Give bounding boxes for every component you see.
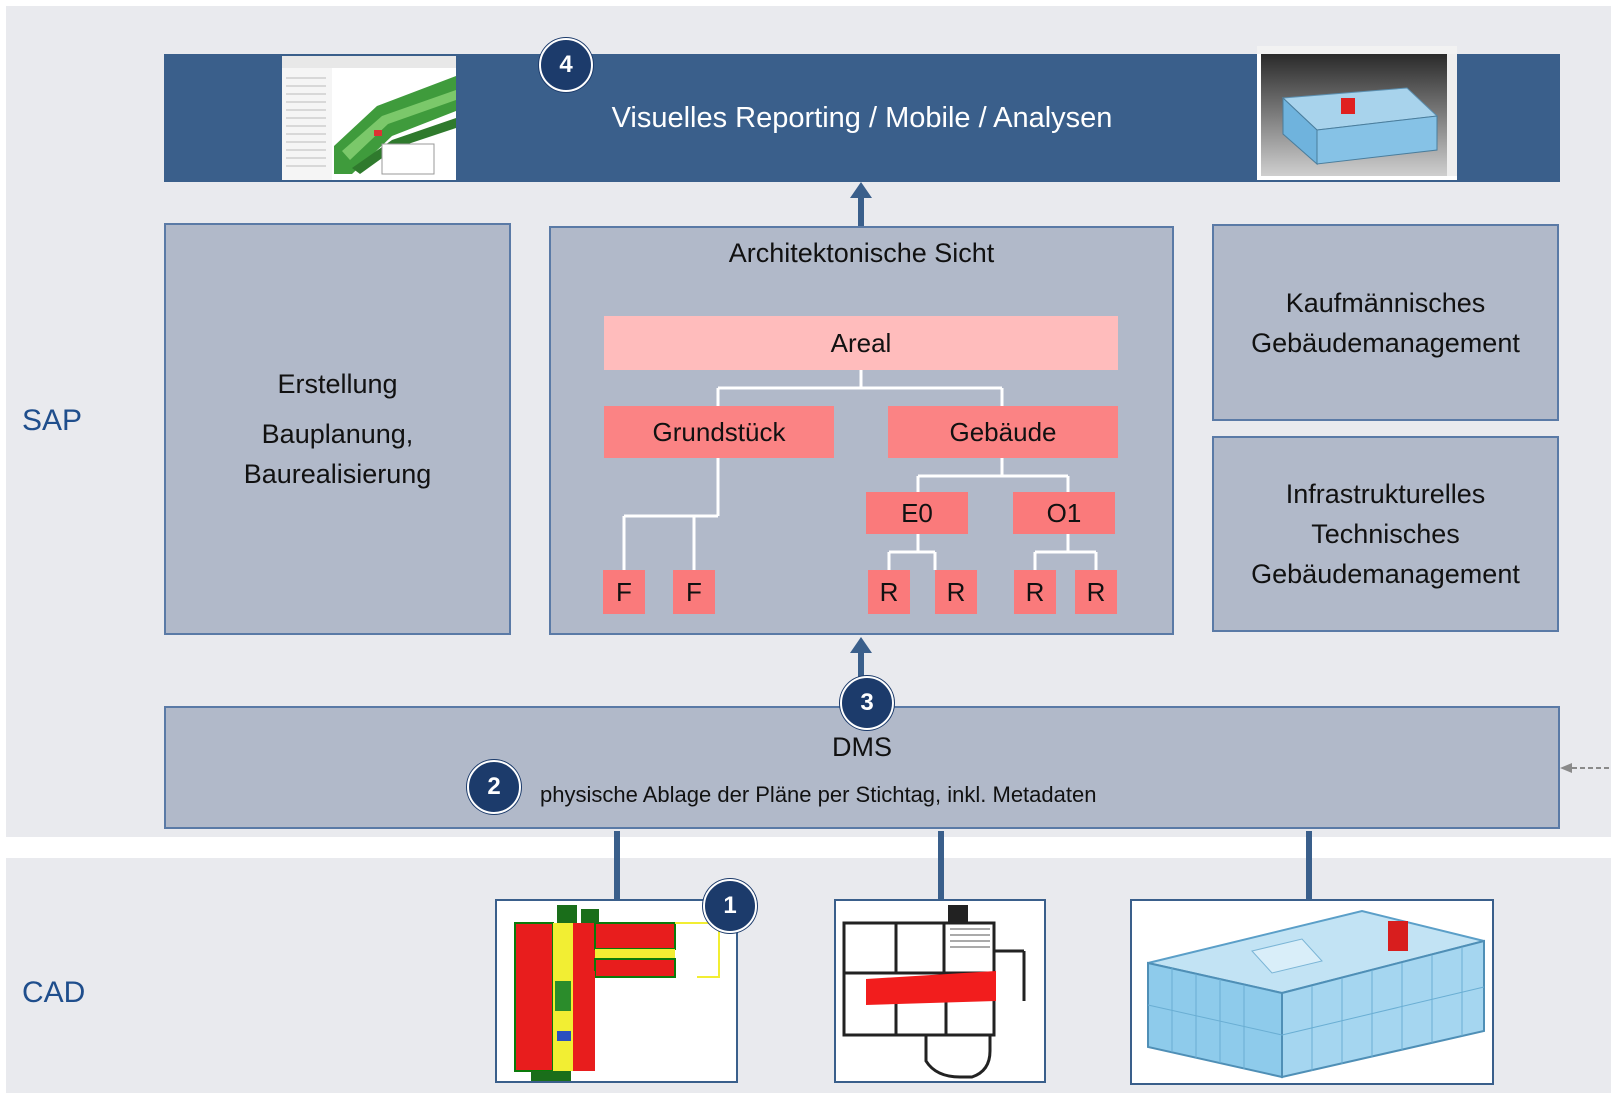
erstellung-title: Erstellung	[277, 369, 398, 399]
connector-cad-2	[938, 831, 944, 899]
reporting-screenshot-right	[1257, 46, 1457, 180]
hierarchy-connectors	[622, 370, 1098, 570]
node-gebaeude: Gebäude	[888, 406, 1118, 458]
infrastrukturelles-line-2: Technisches	[1311, 519, 1460, 549]
cad-floorplan-colored	[495, 899, 738, 1083]
connector-cad-1	[614, 831, 620, 899]
kaufmaennisches-line-1: Kaufmännisches	[1285, 287, 1486, 318]
incoming-dashed-arrow	[1560, 763, 1611, 773]
step-4-badge: 4	[539, 38, 593, 92]
arrow-up-to-architektur	[858, 652, 864, 692]
node-r-1: R	[868, 570, 910, 614]
connector-cad-3	[1306, 831, 1312, 899]
node-grundstueck: Grundstück	[604, 406, 834, 458]
node-e0: E0	[866, 492, 968, 534]
arrowhead-up-to-architektur	[850, 637, 872, 653]
arrowhead-up-to-reporting	[850, 182, 872, 198]
architektonische-sicht-title: Architektonische Sicht	[728, 238, 995, 268]
dms-subtitle: physische Ablage der Pläne per Stichtag,…	[540, 782, 1097, 807]
erstellung-line-2: Bauplanung,	[261, 419, 414, 449]
node-r-2: R	[935, 570, 977, 614]
erstellung-line-3: Baurealisierung	[243, 459, 432, 489]
infrastrukturelles-panel: Infrastrukturelles Technisches Gebäudema…	[1212, 436, 1559, 632]
erstellung-panel: Erstellung Bauplanung, Baurealisierung	[164, 223, 511, 635]
step-1-badge: 1	[703, 879, 757, 933]
kaufmaennisches-line-2: Gebäudemanagement	[1251, 327, 1520, 358]
reporting-bar-label: Visuelles Reporting / Mobile / Analysen	[611, 101, 1113, 134]
step-3-badge: 3	[840, 676, 894, 730]
dms-title: DMS	[832, 732, 892, 762]
infrastrukturelles-line-1: Infrastrukturelles	[1285, 479, 1486, 509]
node-o1: O1	[1013, 492, 1115, 534]
node-f-1: F	[603, 570, 645, 614]
step-2-badge: 2	[467, 760, 521, 814]
cad-3d-model	[1130, 899, 1494, 1085]
cad-label: CAD	[22, 976, 86, 1009]
cad-floorplan-bw	[834, 899, 1046, 1083]
node-r-3: R	[1014, 570, 1056, 614]
infrastrukturelles-line-3: Gebäudemanagement	[1251, 559, 1520, 589]
node-areal: Areal	[604, 316, 1118, 370]
arrow-up-to-reporting	[858, 196, 864, 228]
architektonische-sicht-panel: Architektonische Sicht	[549, 226, 1174, 635]
kaufmaennisches-panel: Kaufmännisches Gebäudemanagement	[1212, 224, 1559, 421]
node-f-2: F	[673, 570, 715, 614]
reporting-screenshot-left	[282, 56, 456, 180]
node-r-4: R	[1075, 570, 1117, 614]
sap-label: SAP	[22, 404, 83, 437]
